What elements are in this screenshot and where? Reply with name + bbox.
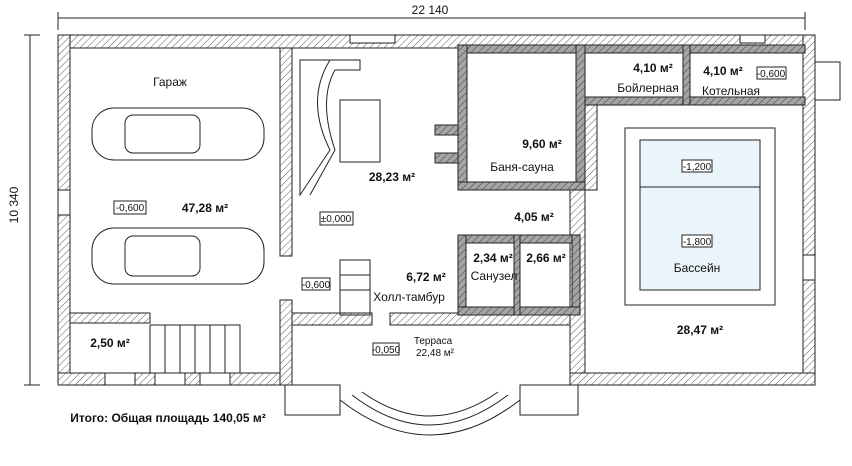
terrace-bay xyxy=(284,384,579,436)
garage-area: 47,28 м² xyxy=(182,201,228,215)
terrace-name: Терраса xyxy=(414,336,453,347)
car-icon xyxy=(91,227,265,285)
boiler-area: 4,10 м² xyxy=(633,61,673,75)
pool-level-shallow: -1,200 xyxy=(683,162,712,173)
hall-area: 6,72 м² xyxy=(406,270,446,284)
sauna-walls xyxy=(434,44,806,316)
storage-area: 2,50 м² xyxy=(90,336,130,350)
stairs xyxy=(149,259,371,374)
width-label: 22 140 xyxy=(412,3,449,17)
terrace-level: -0,050 xyxy=(372,345,401,356)
pool-area: 28,47 м² xyxy=(677,323,723,337)
corridor-area: 4,05 м² xyxy=(514,210,554,224)
pool-level-deep: -1,800 xyxy=(683,237,712,248)
hall-name: Холл-тамбур xyxy=(373,290,445,304)
garage-level: -0,600 xyxy=(116,203,145,214)
sauna-area: 9,60 м² xyxy=(522,137,562,151)
terrace-area: 22,48 м² xyxy=(416,348,455,359)
table xyxy=(339,99,381,163)
kotelnaya-level: -0,600 xyxy=(757,69,786,80)
pool xyxy=(624,127,776,306)
sauna-name: Баня-сауна xyxy=(490,160,554,174)
dimension-height: 10 340 xyxy=(7,34,40,386)
pool-name: Бассейн xyxy=(674,261,721,275)
height-label: 10 340 xyxy=(7,186,21,223)
boiler-name: Бойлерная xyxy=(617,81,678,95)
wc-area: 2,34 м² xyxy=(473,251,513,265)
sofa xyxy=(299,59,381,197)
hall-level: -0,600 xyxy=(302,280,331,291)
total-area: Итого: Общая площадь 140,05 м² xyxy=(70,411,265,425)
kotelnaya-name: Котельная xyxy=(702,84,760,98)
car-icon xyxy=(91,107,265,161)
dimension-width: 22 140 xyxy=(57,3,806,30)
living-area: 28,23 м² xyxy=(369,170,415,184)
kotelnaya-area: 4,10 м² xyxy=(703,64,743,78)
shower-area: 2,66 м² xyxy=(526,251,566,265)
living-level: ±0,000 xyxy=(321,214,352,225)
garage-name: Гараж xyxy=(153,75,187,89)
outer-walls xyxy=(57,34,841,386)
wc-name: Санузел xyxy=(471,269,518,283)
